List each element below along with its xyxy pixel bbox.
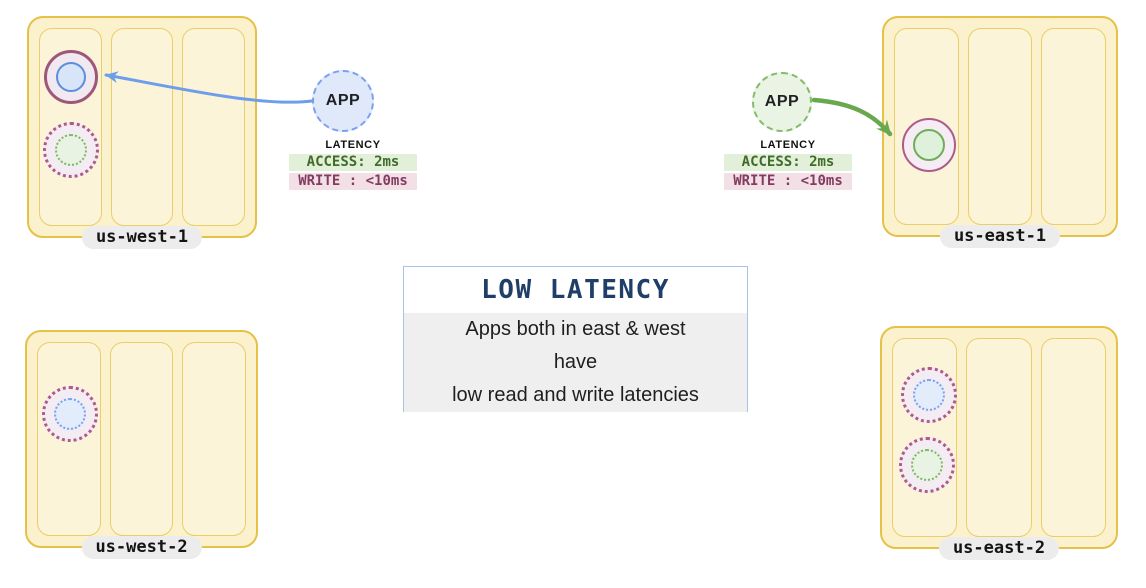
availability-zone [1040,338,1106,537]
db-node-core [911,449,943,481]
app-node-west: APP [312,70,374,132]
db-node-core [56,62,86,92]
region-us-east-2: us-east-2 [880,326,1118,560]
availability-zone [1041,28,1107,225]
db-node-ghost-blue-east2 [901,367,957,423]
access-latency-badge-east: ACCESS: 2ms [724,154,852,171]
info-box-title: LOW LATENCY [404,267,747,313]
db-node-core [913,379,945,411]
info-box-body: Apps both in east & west have low read a… [404,313,747,412]
access-latency-badge-west: ACCESS: 2ms [289,154,417,171]
db-node-active-green-east1 [902,118,956,172]
db-node-core [55,134,87,166]
region-us-east-1: us-east-1 [882,16,1118,248]
write-latency-badge-west: WRITE : <10ms [289,173,417,190]
availability-zone [182,28,246,226]
availability-zone [182,342,247,536]
db-node-core [54,398,86,430]
availability-zone [967,28,1033,225]
info-line-1: Apps both in east & west [465,318,686,340]
availability-zone [110,28,174,226]
availability-zone [109,342,174,536]
app-label-east: APP [764,93,800,110]
availability-zone [966,338,1032,537]
write-latency-badge-east: WRITE : <10ms [724,173,852,190]
db-node-active-blue-west1 [44,50,98,104]
app-label-west: APP [325,92,361,109]
info-line-2: have [553,351,598,373]
latency-block-west: LATENCY ACCESS: 2ms WRITE : <10ms [289,139,417,192]
info-line-3: low read and write latencies [452,384,699,406]
latency-block-east: LATENCY ACCESS: 2ms WRITE : <10ms [724,139,852,192]
app-node-east: APP [752,72,812,132]
region-label-us-west-2: us-west-2 [81,536,202,559]
app-read-arrow-east [811,97,893,137]
db-node-ghost-blue-west2 [42,386,98,442]
latency-title-east: LATENCY [760,139,816,151]
region-us-west-2: us-west-2 [25,330,258,559]
db-node-ghost-green-west1 [43,122,99,178]
region-us-west-1: us-west-1 [27,16,257,249]
db-node-core [913,129,945,161]
region-label-us-east-2: us-east-2 [938,537,1060,560]
region-label-us-east-1: us-east-1 [939,225,1061,248]
latency-title-west: LATENCY [325,139,381,151]
db-node-ghost-green-east2 [899,437,955,493]
info-box: LOW LATENCY Apps both in east & west hav… [403,266,748,412]
region-label-us-west-1: us-west-1 [81,226,203,249]
